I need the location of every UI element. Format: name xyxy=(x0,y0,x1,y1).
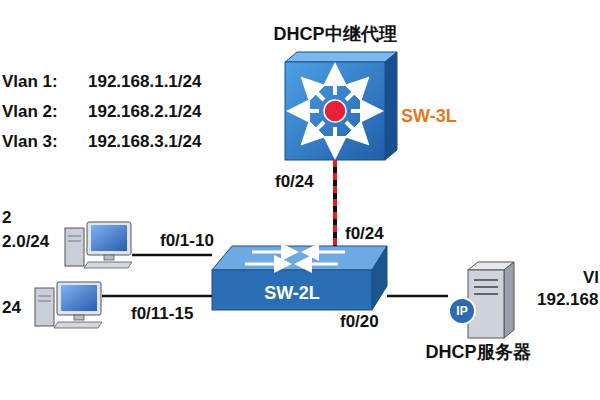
vlan-name: Vl xyxy=(583,268,599,288)
port-label: f0/1-10 xyxy=(160,231,214,251)
node-label: DHCP中继代理 xyxy=(274,24,397,44)
access-link xyxy=(102,296,212,297)
node-label: 2.0/24 xyxy=(2,232,49,252)
ip-badge-text: IP xyxy=(456,304,467,318)
node-label: DHCP服务器 xyxy=(426,342,531,362)
vlan-address: 192.168.3.1/24 xyxy=(88,132,201,152)
access-link xyxy=(132,255,212,256)
pc-host: 24 xyxy=(35,282,102,328)
node-label: SW-2L xyxy=(264,283,320,303)
port-label: f0/11-15 xyxy=(131,304,193,324)
multilayer-switch: DHCP中继代理SW-3L xyxy=(283,52,397,160)
vlan-name: Vlan 1: xyxy=(2,72,58,92)
port-label: f0/20 xyxy=(340,312,379,332)
port-label: f0/24 xyxy=(275,172,314,192)
port-label: f0/24 xyxy=(345,224,384,244)
vlan-address: 192.168.1.1/24 xyxy=(88,72,201,92)
subnet-address: 192.168 xyxy=(537,290,598,310)
node-label: SW-3L xyxy=(401,106,457,126)
dhcp-server: DHCP服务器 xyxy=(448,262,514,338)
vlan-address: 192.168.2.1/24 xyxy=(88,102,201,122)
node-label: 24 xyxy=(2,298,21,318)
pc-host: 22.0/24 xyxy=(65,222,132,268)
access-switch: SW-2L xyxy=(212,246,387,310)
vlan-name: Vlan 2: xyxy=(2,102,58,122)
vlan-name: Vlan 3: xyxy=(2,132,58,152)
access-link xyxy=(387,296,448,297)
trunk-link xyxy=(335,160,336,246)
node-label: 2 xyxy=(2,208,11,228)
